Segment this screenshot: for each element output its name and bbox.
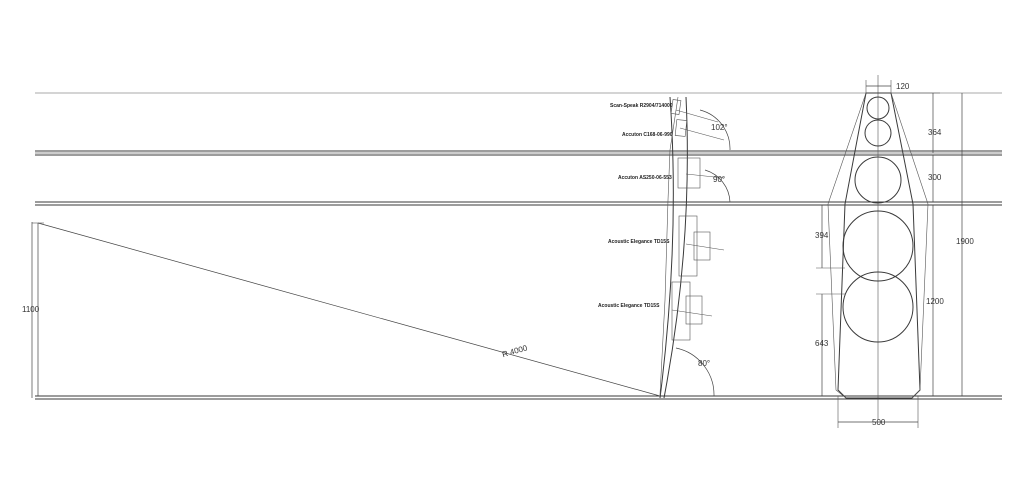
mid-lower-circle [854,156,902,204]
base-width-label: 500 [872,418,886,427]
total-height-label: 1900 [956,237,974,246]
angle-top-label: 102° [711,123,728,132]
woofer-1-circle [842,210,914,282]
angle-middle-label: 90° [713,175,725,184]
woofer-gap-lower-label: 643 [815,339,829,348]
mid-upper-label: Accuton C168-06-990 [622,132,673,138]
front-dimensions: 120 364 300 1200 1900 394 643 500 [815,80,974,428]
side-profile [659,96,731,399]
woofer-2-label: Acoustic Elegance TD15S [598,303,660,309]
reference-lines [35,92,1002,400]
mid-lower-label: Accuton AS250-06-553 [618,175,672,181]
tweeter-circle [866,96,890,120]
woofer-2-circle [842,271,914,343]
mid-section-label: 300 [928,173,942,182]
mid-upper-circle [864,119,892,147]
front-view [827,75,929,420]
bottom-section-label: 1200 [926,297,944,306]
driver-labels: Scan-Speak R2904/714000 Accuton C168-06-… [598,103,673,309]
radius-label: R 4000 [501,343,529,359]
angle-bottom-label: 80° [698,359,710,368]
angle-labels: 102° 90° 80° [698,123,728,368]
top-width-label: 120 [896,82,910,91]
woofer-gap-upper-label: 394 [815,231,829,240]
radius-construction: 1100 R 4000 [22,222,661,398]
woofer-1-label: Acoustic Elegance TD15S [608,239,670,245]
tweeter-label: Scan-Speak R2904/714000 [610,103,673,109]
top-section-label: 364 [928,128,942,137]
height-left-label: 1100 [22,305,40,314]
